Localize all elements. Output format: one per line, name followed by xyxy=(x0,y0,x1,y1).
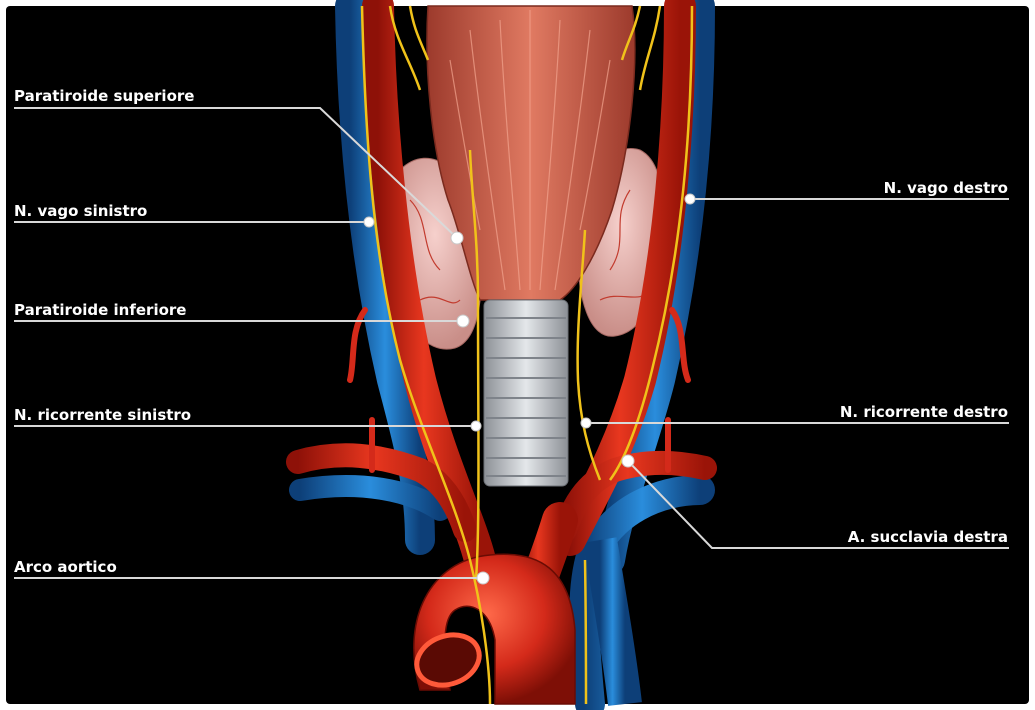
pointer-n-ricorrente-sinistro xyxy=(471,421,481,431)
label-n-ricorrente-destro: N. ricorrente destro xyxy=(840,403,1008,421)
label-n-vago-sinistro: N. vago sinistro xyxy=(14,202,147,220)
pointer-arco-aortico xyxy=(477,572,489,584)
pointer-paratiroide-inferiore xyxy=(457,315,469,327)
pointer-n-vago-destro xyxy=(685,194,695,204)
pointer-a-succlavia-destra xyxy=(622,455,634,467)
trachea xyxy=(484,300,568,486)
pointer-n-vago-sinistro xyxy=(364,217,374,227)
label-n-vago-destro: N. vago destro xyxy=(884,179,1008,197)
pointer-n-ricorrente-destro xyxy=(581,418,591,428)
label-paratiroide-inferiore: Paratiroide inferiore xyxy=(14,301,186,319)
label-arco-aortico: Arco aortico xyxy=(14,558,117,576)
label-paratiroide-superiore: Paratiroide superiore xyxy=(14,87,194,105)
pointer-paratiroide-superiore xyxy=(451,232,463,244)
label-n-ricorrente-sinistro: N. ricorrente sinistro xyxy=(14,406,191,424)
label-a-succlavia-destra: A. succlavia destra xyxy=(848,528,1008,546)
